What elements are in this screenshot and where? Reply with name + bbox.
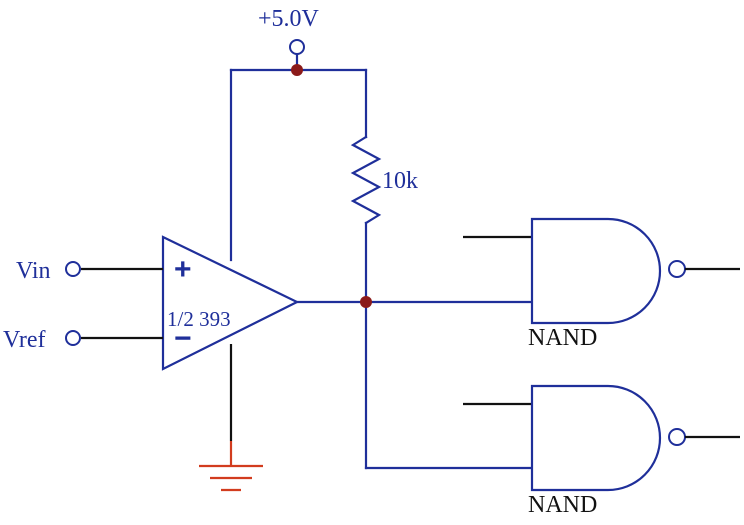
pullup-resistor (350, 135, 382, 225)
nand-gate-1 (530, 217, 662, 325)
comparator-part-label: 1/2 393 (167, 307, 231, 331)
vref-terminal (65, 330, 81, 346)
vref-label: Vref (3, 327, 46, 353)
supply-label: +5.0V (258, 6, 320, 32)
vin-terminal (65, 261, 81, 277)
gate1-label: NAND (528, 325, 597, 351)
nand-gate-2 (530, 384, 662, 492)
gate2-label: NAND (528, 492, 597, 518)
supply-junction (291, 64, 303, 76)
minus-sign: − (174, 322, 192, 355)
ground-icon (199, 464, 263, 492)
gate1-inversion-bubble (668, 260, 686, 278)
output-junction (360, 296, 372, 308)
plus-sign: + (174, 253, 192, 286)
gate2-inversion-bubble (668, 428, 686, 446)
resistor-label: 10k (382, 168, 418, 194)
supply-terminal (289, 39, 305, 55)
comparator-triangle (161, 235, 300, 371)
vin-label: Vin (16, 258, 51, 284)
